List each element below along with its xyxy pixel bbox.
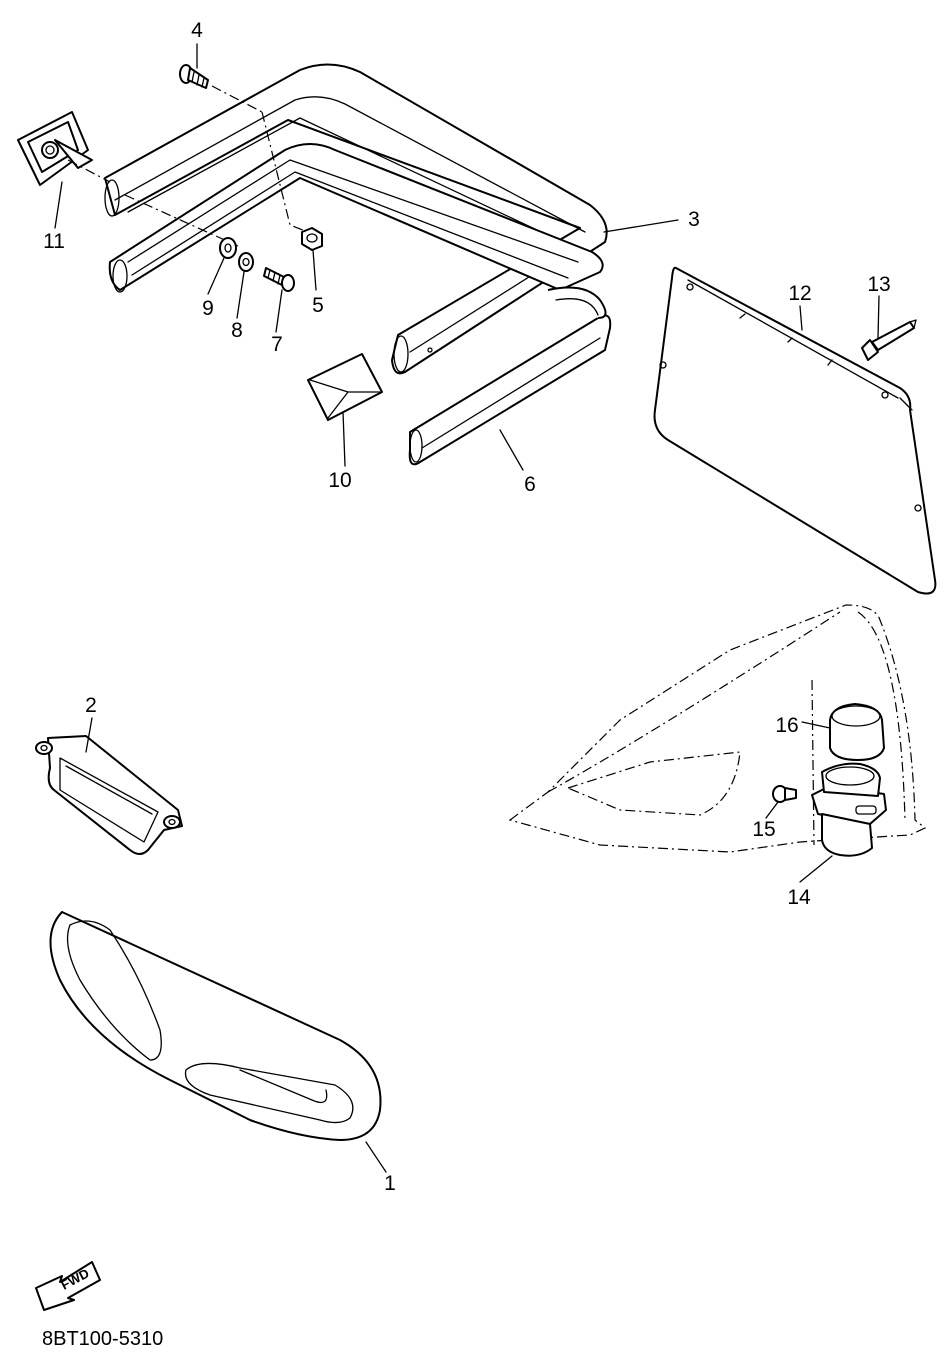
drawing-code: 8BT100-5310 <box>42 1328 163 1350</box>
part-labels: 4 11 3 9 8 7 5 10 6 12 13 2 16 15 14 1 <box>43 19 891 1195</box>
part-label-4: 4 <box>191 19 203 42</box>
part-label-13: 13 <box>867 273 890 296</box>
part-12-panel <box>653 266 937 595</box>
part-14-cap-assembly <box>811 762 887 857</box>
part-label-11: 11 <box>43 230 65 253</box>
part-4-screw <box>179 64 209 89</box>
part-8-washer <box>238 252 254 272</box>
part-3-lower-trim <box>108 143 604 293</box>
part-label-5: 5 <box>312 294 324 317</box>
part-13-rivet <box>861 319 917 361</box>
part-16-cap <box>829 703 885 761</box>
part-2-lens <box>35 735 183 855</box>
part-label-1: 1 <box>384 1172 396 1195</box>
part-10-pad <box>307 353 383 421</box>
part-label-2: 2 <box>85 694 97 717</box>
part-label-10: 10 <box>328 469 351 492</box>
part-label-15: 15 <box>752 818 775 841</box>
part-9-washer <box>219 237 237 259</box>
part-label-9: 9 <box>202 297 214 320</box>
guide-line-4 <box>211 85 263 113</box>
part-label-8: 8 <box>231 319 243 342</box>
guide-line-9-8 <box>124 194 239 247</box>
part-label-12: 12 <box>788 282 811 305</box>
body-shell-outline <box>508 604 927 853</box>
part-5-nut <box>301 227 323 251</box>
part-label-16: 16 <box>775 714 798 737</box>
part-label-6: 6 <box>524 473 536 496</box>
part-15-pin <box>772 785 797 803</box>
part-label-3: 3 <box>688 208 700 231</box>
part-7-screw <box>263 267 295 292</box>
fwd-arrow: FWD <box>35 1261 101 1311</box>
part-label-14: 14 <box>787 886 811 909</box>
part-11-bracket <box>17 111 93 186</box>
part-6-trim-strip <box>408 286 612 466</box>
guide-line-11 <box>67 159 111 183</box>
leader-lines <box>54 43 880 1173</box>
part-1-cover <box>49 911 382 1141</box>
part-label-7: 7 <box>271 333 283 356</box>
guide-line-5 <box>261 111 309 233</box>
